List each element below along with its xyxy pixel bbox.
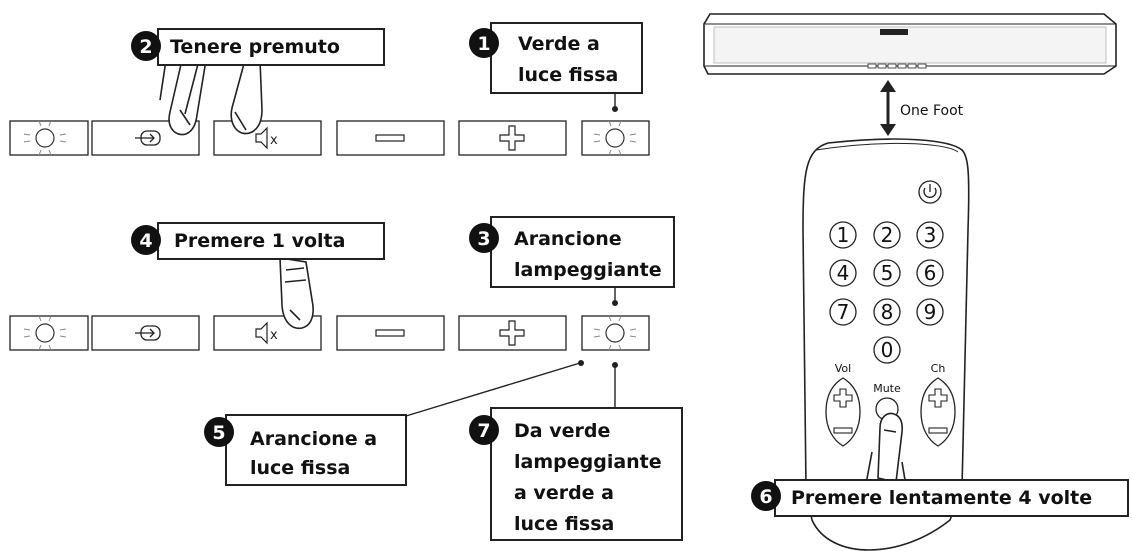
step-label-line-2: luce fissa xyxy=(250,457,350,479)
digit-7-button[interactable]: 7 xyxy=(829,298,857,326)
step-label-line-4: luce fissa xyxy=(514,513,614,535)
step-3-callout: 3 Arancione lampeggiante xyxy=(469,216,675,306)
soundbar-illustration xyxy=(703,13,1117,75)
soundbar-buttons xyxy=(867,63,927,69)
minus-icon xyxy=(375,329,405,337)
input-button[interactable] xyxy=(91,315,200,351)
svg-text:5: 5 xyxy=(881,261,894,285)
finger-press-icon xyxy=(279,257,314,330)
volume-rocker[interactable] xyxy=(825,377,861,447)
svg-text:2: 2 xyxy=(881,223,894,247)
step-label: Premere 1 volta xyxy=(174,230,345,252)
control-panel-row-1 xyxy=(9,120,650,156)
distance-indicator: One Foot xyxy=(880,80,964,136)
step-7-callout: 7 Da verde lampeggiante a verde a luce f… xyxy=(469,362,683,541)
mute-label: Mute xyxy=(873,382,901,395)
step-label-line-1: Da verde xyxy=(514,420,610,442)
step-label-line-2: luce fissa xyxy=(518,64,618,86)
step-label: Tenere premuto xyxy=(170,36,340,58)
digit-8-button[interactable]: 8 xyxy=(873,298,901,326)
step-number: 1 xyxy=(477,33,490,55)
step-label-line-2: lampeggiante xyxy=(514,259,662,281)
finger-hold-icon xyxy=(159,59,263,136)
channel-down-icon xyxy=(928,427,948,434)
step-number: 6 xyxy=(759,486,772,508)
vol-label: Vol xyxy=(835,362,851,375)
remote-control: 1 2 3 4 5 6 7 8 9 0 Vol Ch Mute xyxy=(802,138,970,551)
minus-icon xyxy=(375,134,405,142)
digit-1-button[interactable]: 1 xyxy=(829,221,857,249)
step-5-callout: 5 Arancione a luce fissa xyxy=(204,360,584,486)
digit-9-button[interactable]: 9 xyxy=(916,298,944,326)
step-number: 2 xyxy=(139,36,152,58)
svg-text:4: 4 xyxy=(837,261,850,285)
digit-3-button[interactable]: 3 xyxy=(916,221,944,249)
step-2-callout: 2 Tenere premuto xyxy=(131,28,385,66)
step-number: 3 xyxy=(477,228,490,250)
svg-text:8: 8 xyxy=(881,300,894,324)
channel-rocker[interactable] xyxy=(920,377,956,447)
power-icon xyxy=(923,187,937,198)
finger-press-remote-icon xyxy=(865,412,907,487)
svg-text:3: 3 xyxy=(924,223,937,247)
digit-5-button[interactable]: 5 xyxy=(873,259,901,287)
step-label-line-2: lampeggiante xyxy=(514,451,662,473)
ch-label: Ch xyxy=(931,362,946,375)
svg-text:6: 6 xyxy=(924,261,937,285)
step-label-line-1: Arancione xyxy=(514,228,622,250)
step-number: 5 xyxy=(212,422,225,444)
channel-up-icon xyxy=(928,388,948,408)
control-panel-row-2 xyxy=(9,315,650,351)
volume-up-icon xyxy=(833,388,853,408)
step-6-callout: 6 Premere lentamente 4 volte xyxy=(751,479,1129,517)
step-label: Premere lentamente 4 volte xyxy=(791,487,1092,509)
power-button[interactable] xyxy=(918,180,942,204)
step-number: 4 xyxy=(139,230,152,252)
step-label-line-3: a verde a xyxy=(514,482,614,504)
step-number: 7 xyxy=(477,420,490,442)
svg-text:0: 0 xyxy=(881,338,894,362)
brand-logo xyxy=(880,29,908,35)
svg-text:7: 7 xyxy=(837,300,850,324)
step-1-callout: 1 Verde a luce fissa xyxy=(469,22,643,112)
digit-6-button[interactable]: 6 xyxy=(916,259,944,287)
digit-2-button[interactable]: 2 xyxy=(873,221,901,249)
volume-down-icon xyxy=(833,427,853,434)
svg-text:9: 9 xyxy=(924,300,937,324)
step-label-line-1: Arancione a xyxy=(250,428,377,450)
digit-4-button[interactable]: 4 xyxy=(829,259,857,287)
step-4-callout: 4 Premere 1 volta xyxy=(131,222,385,260)
digit-buttons: 1 2 3 4 5 6 7 8 9 0 xyxy=(829,221,944,364)
step-label-line-1: Verde a xyxy=(518,33,600,55)
svg-text:1: 1 xyxy=(837,223,850,247)
distance-label: One Foot xyxy=(900,103,964,119)
digit-0-button[interactable]: 0 xyxy=(873,336,901,364)
